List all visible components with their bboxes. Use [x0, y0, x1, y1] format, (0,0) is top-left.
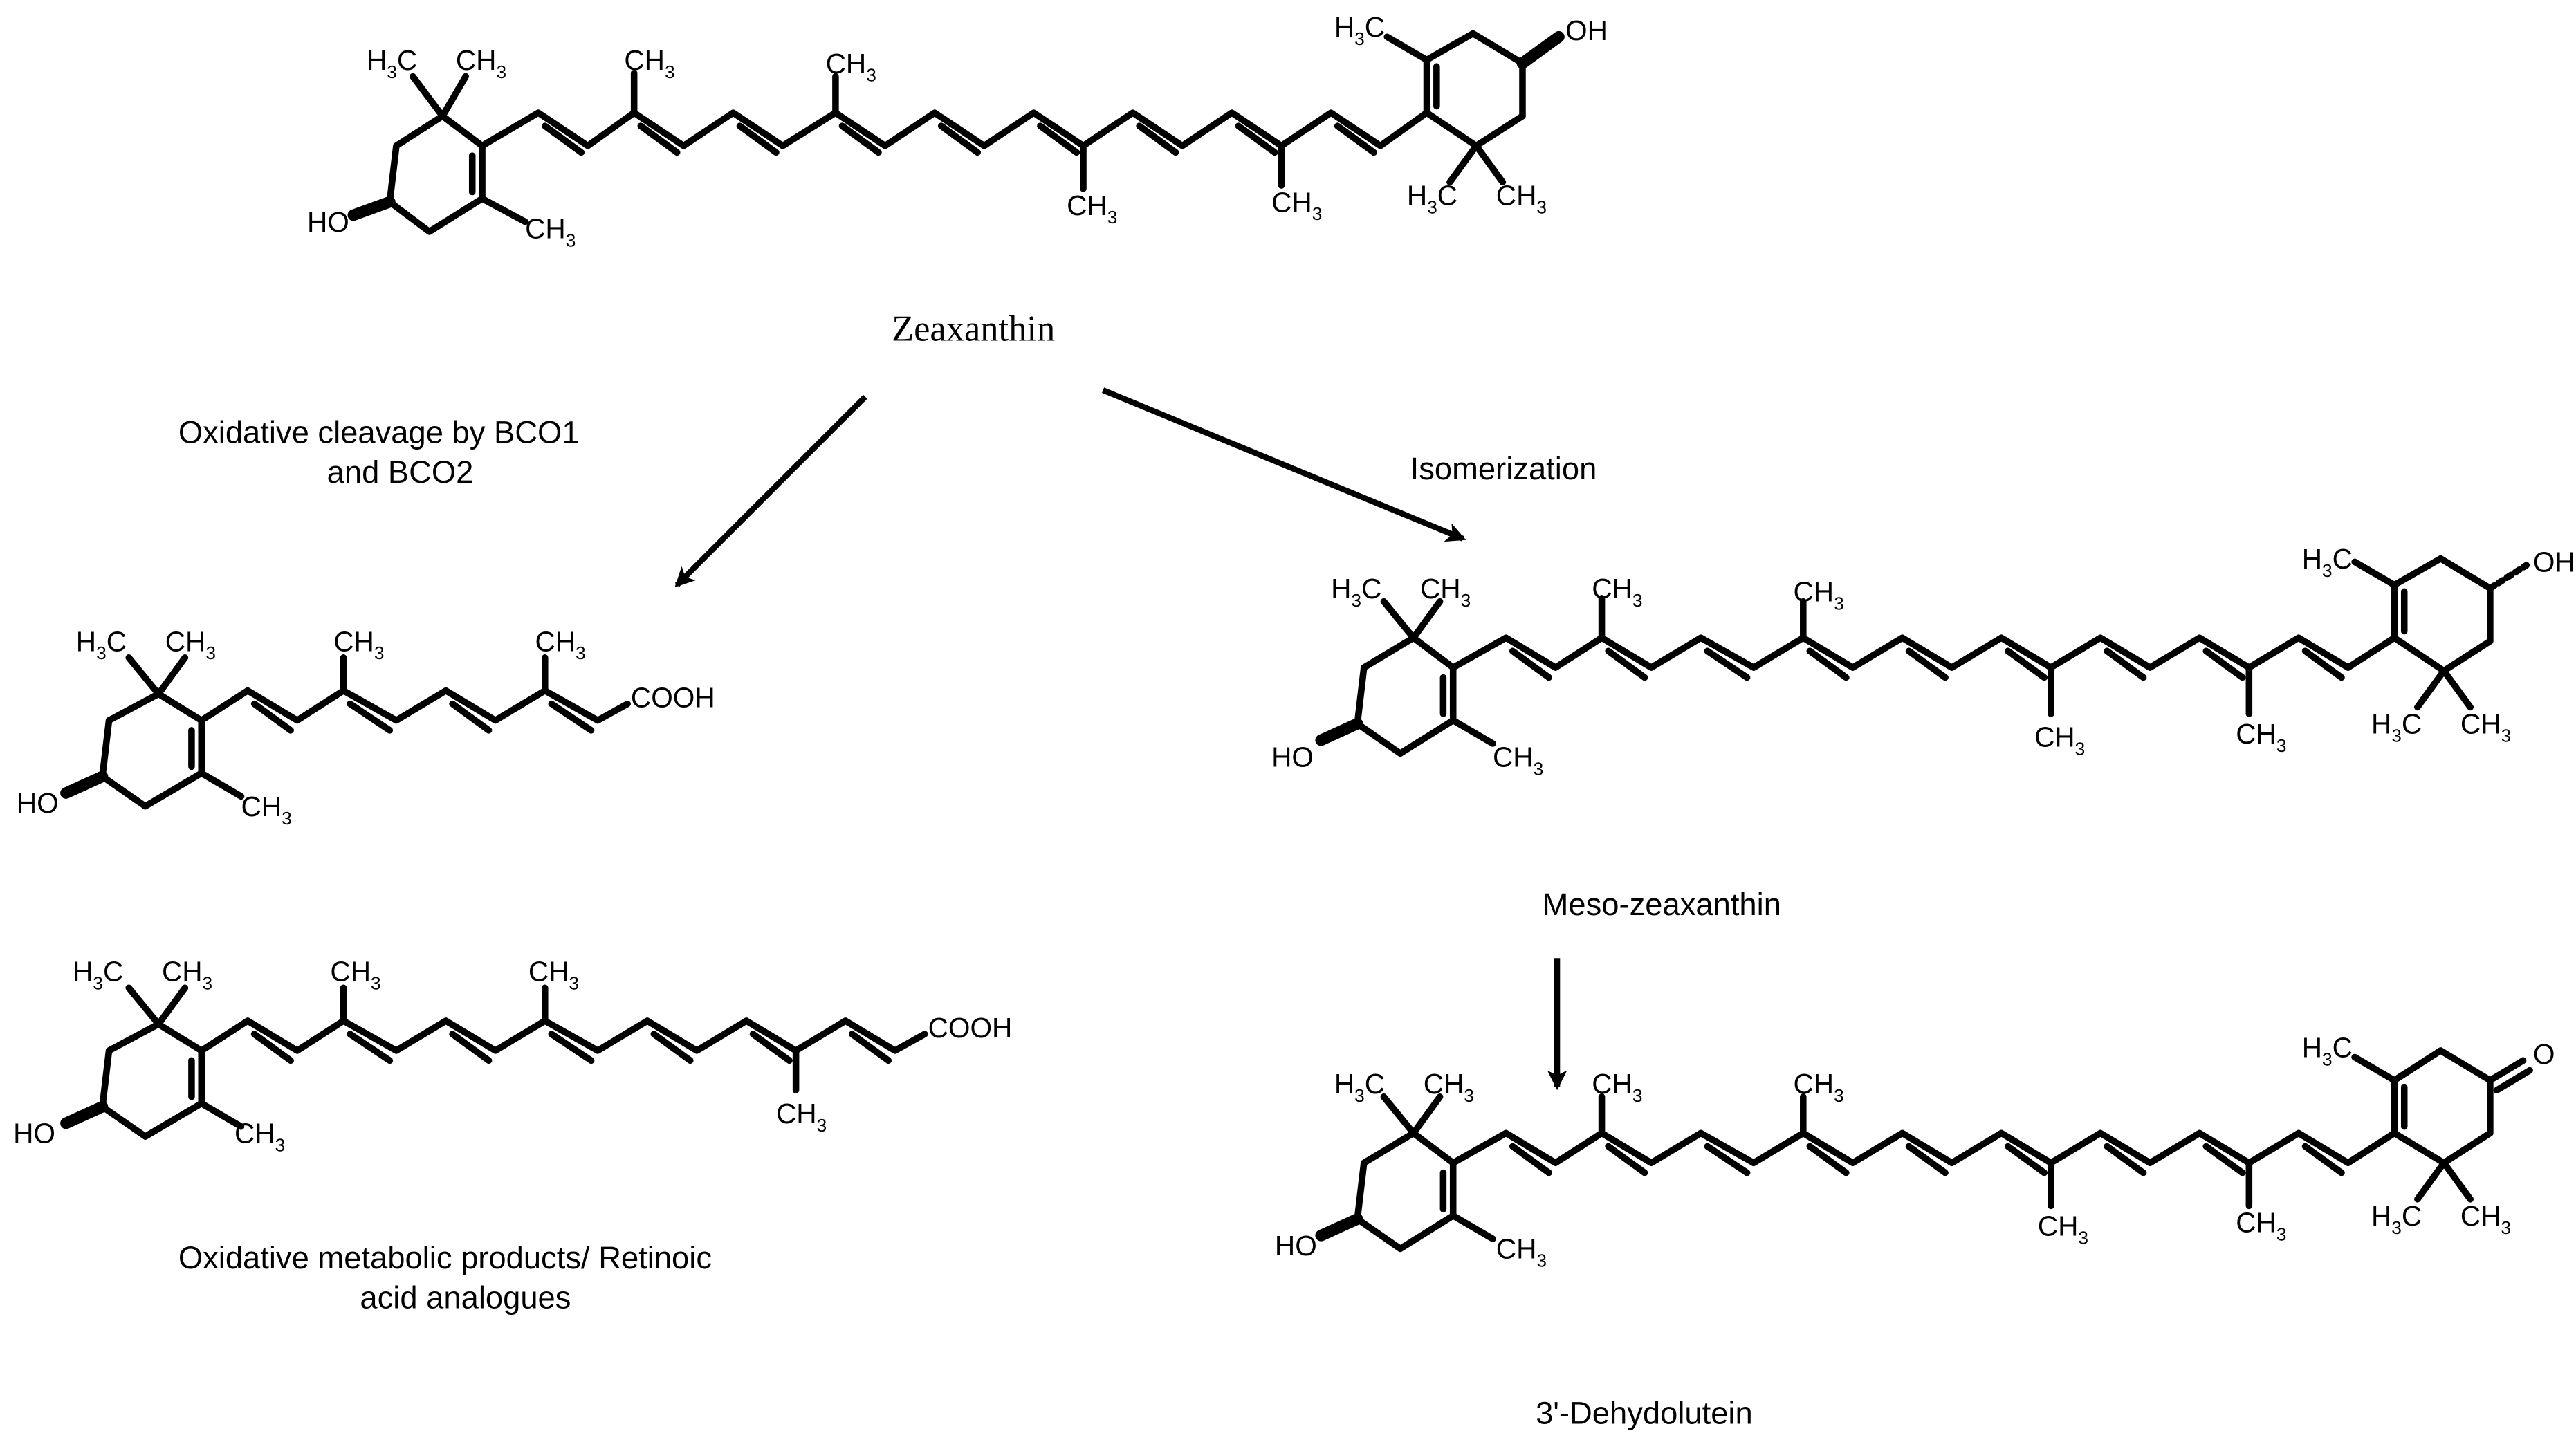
- acid1-ho-label: HO: [17, 787, 59, 819]
- meso-zeaxanthin-label: Meso-zeaxanthin: [1543, 887, 1781, 922]
- dehydro-methyl: CH3: [2460, 1200, 2511, 1238]
- dehydro-methyl: CH3: [1496, 1233, 1547, 1271]
- meso-methyl: CH3: [1592, 573, 1642, 611]
- apocarotenoic-acid-short: HO H3C CH3 CH3 CH3 CH3 COOH: [17, 625, 715, 829]
- dehydro-methyl: CH3: [2236, 1207, 2286, 1245]
- meso-ho-label: HO: [1271, 741, 1314, 773]
- acid2-cooh-label: COOH: [928, 1012, 1013, 1044]
- cleavage-label-line2: and BCO2: [327, 454, 474, 490]
- acid1-cooh-label: COOH: [631, 681, 715, 713]
- isomerization-arrow: [1102, 387, 1466, 542]
- zeaxanthin-structure: HO H3C CH3 CH3 CH3 CH3 CH3 CH3 H3C H3C C…: [307, 11, 1608, 250]
- zea-ho-label: HO: [307, 206, 349, 238]
- meso-methyl: CH3: [1420, 573, 1471, 611]
- dehydro-ho-label: HO: [1275, 1230, 1317, 1262]
- dehydro-methyl: CH3: [1424, 1068, 1474, 1106]
- dehydro-methyl: H3C: [2302, 1032, 2353, 1070]
- dehydro-methyl: H3C: [1334, 1068, 1385, 1106]
- zea-methyl: H3C: [1407, 180, 1457, 218]
- meso-oh-label: OH: [2533, 546, 2575, 578]
- acid2-methyl: CH3: [528, 956, 579, 994]
- meso-methyl: CH3: [2034, 721, 2085, 759]
- acid2-methyl: CH3: [234, 1118, 285, 1156]
- dehydro-methyl: CH3: [1592, 1068, 1642, 1106]
- acid2-methyl: CH3: [330, 956, 380, 994]
- isomerization-label: Isomerization: [1410, 451, 1597, 486]
- cleavage-arrow: [674, 394, 867, 588]
- meso-zeaxanthin-structure: HO H3C CH3 CH3 CH3 CH3 CH3 CH3 H3C H3C C…: [1271, 543, 2575, 779]
- dehydro-methyl: H3C: [2371, 1200, 2422, 1238]
- apocarotenoic-acid-long: HO H3C CH3 CH3 CH3 CH3 CH3 COOH: [13, 956, 1012, 1156]
- zeaxanthin-label: Zeaxanthin: [892, 308, 1055, 349]
- zea-oh-label: OH: [1565, 15, 1608, 46]
- zea-methyl: CH3: [1067, 190, 1117, 228]
- meso-methyl: CH3: [2236, 718, 2286, 756]
- acid1-methyl: H3C: [76, 625, 127, 663]
- acid1-methyl: CH3: [165, 625, 216, 663]
- meso-methyl: H3C: [2371, 708, 2422, 746]
- zea-methyl: CH3: [1496, 180, 1547, 218]
- dehydro-ketone-label: O: [2533, 1038, 2555, 1070]
- zea-methyl: CH3: [826, 48, 876, 86]
- meso-methyl: H3C: [2302, 543, 2353, 581]
- dehydro-methyl: CH3: [2038, 1210, 2088, 1248]
- dehydrolutein-structure: HO H3C CH3 CH3 CH3 CH3 CH3 CH3 H3C H3C C…: [1275, 1032, 2555, 1271]
- products-label-line1: Oxidative metabolic products/ Retinoic: [178, 1240, 712, 1275]
- meso-methyl: CH3: [1493, 741, 1543, 779]
- acid2-methyl: H3C: [73, 956, 123, 994]
- acid2-methyl: CH3: [776, 1098, 827, 1136]
- dehydrolutein-label: 3'-Dehydolutein: [1536, 1395, 1753, 1430]
- cleavage-label-line1: Oxidative cleavage by BCO1: [178, 414, 580, 450]
- products-label-line2: acid analogues: [360, 1280, 571, 1315]
- meso-methyl: CH3: [1793, 576, 1843, 614]
- meso-methyl: CH3: [2460, 708, 2511, 746]
- meso-methyl: H3C: [1331, 573, 1381, 611]
- acid2-ho-label: HO: [13, 1118, 55, 1150]
- zea-methyl: CH3: [1271, 186, 1322, 224]
- zea-methyl: H3C: [1334, 11, 1385, 49]
- zea-methyl: CH3: [525, 212, 576, 250]
- acid1-methyl: CH3: [241, 791, 292, 829]
